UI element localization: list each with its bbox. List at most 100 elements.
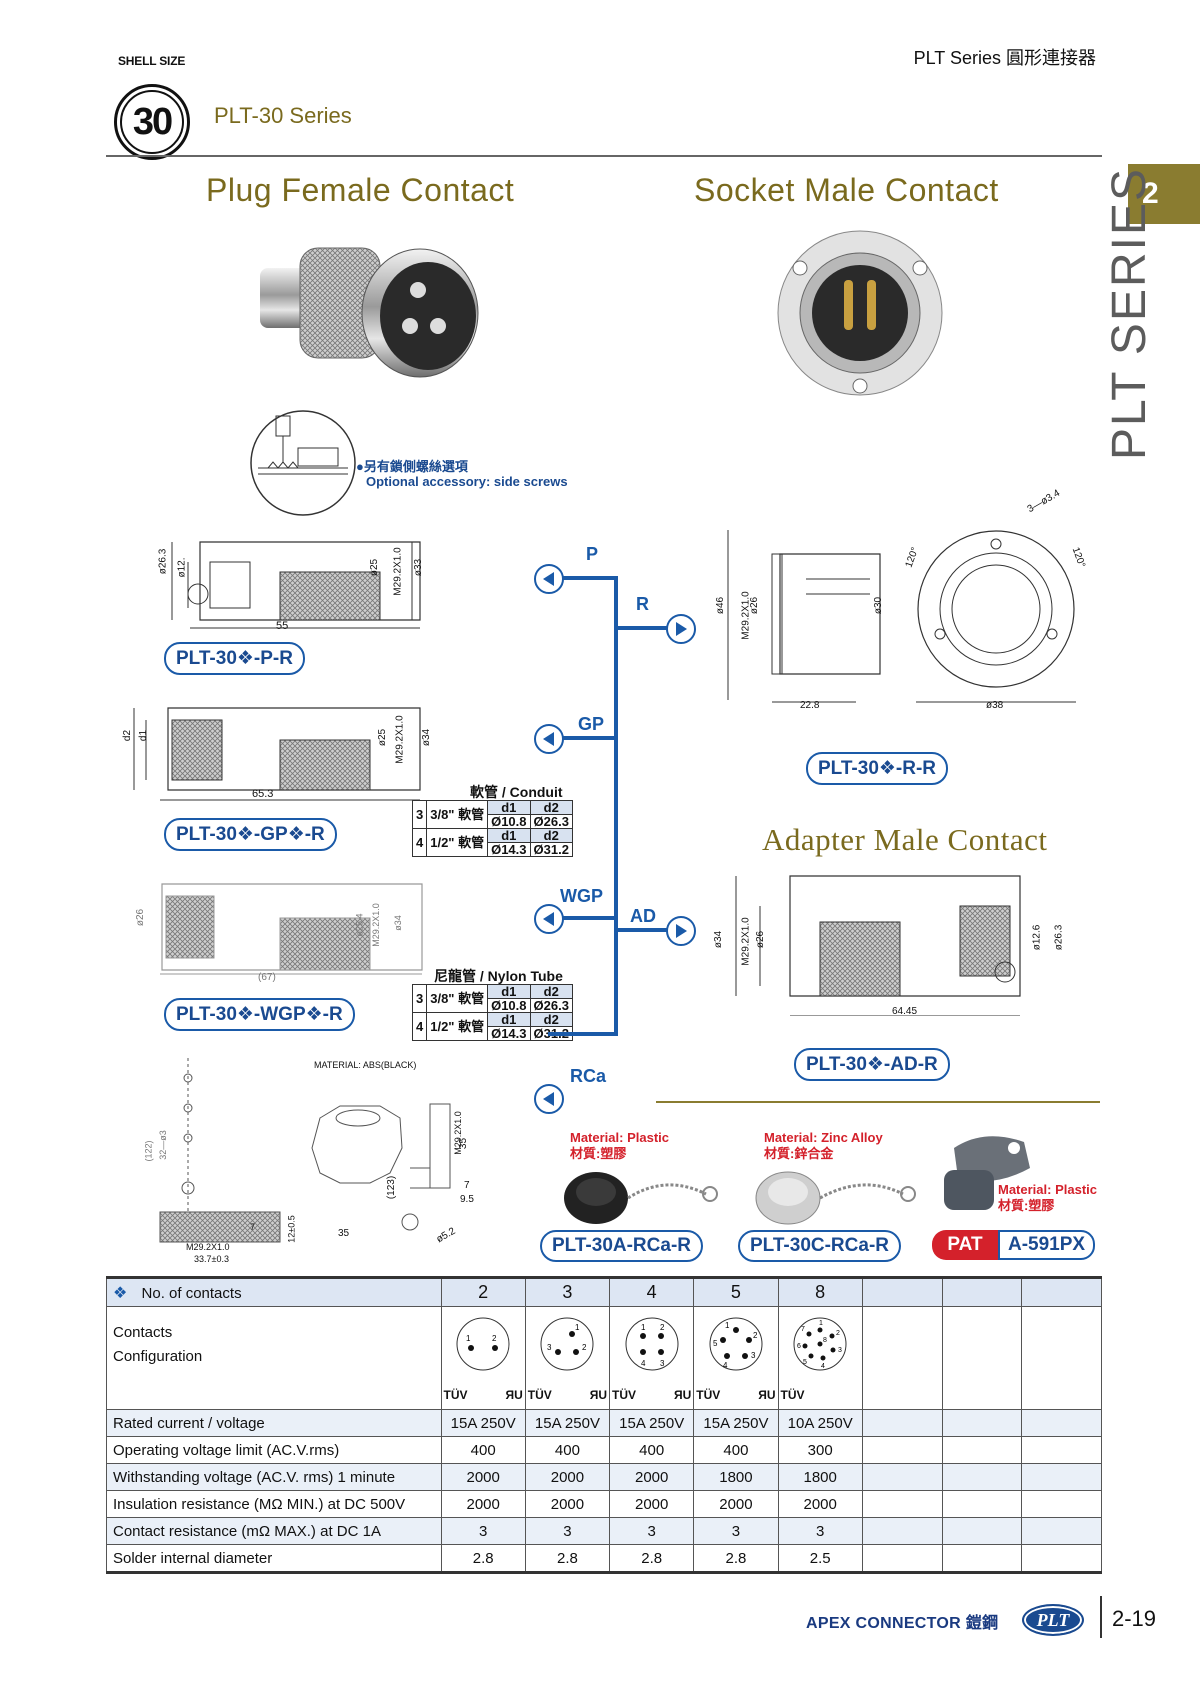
part-wgp-r: PLT-30❖-WGP❖-R <box>164 998 355 1031</box>
spec-empty <box>1021 1409 1102 1437</box>
pin-label: 4 <box>821 1363 825 1370</box>
conduit-table: 3 3/8" 軟管 d1 d2 Ø10.8 Ø26.3 4 1/2" 軟管 d1… <box>411 800 573 857</box>
nylon-row-2-d1: Ø14.3 <box>487 1026 531 1041</box>
conduit-row-1-d1: Ø10.8 <box>487 814 531 829</box>
conduit-row-1-n: 3 <box>411 800 428 829</box>
material-c-zh: 材質:鋅合金 <box>764 1146 834 1161</box>
dim-ad-length: 64.45 <box>892 1006 918 1017</box>
dim-p-d1: ø26.3 <box>157 548 169 575</box>
spec-cell: 2000 <box>440 1490 526 1518</box>
side-screw-detail <box>248 408 358 518</box>
pin-label: 1 <box>725 1321 730 1330</box>
spec-empty <box>941 1436 1023 1464</box>
cert-ul: ЯU <box>589 1388 608 1402</box>
cap-dim-122: (122) <box>143 1140 154 1162</box>
header-series-name: PLT Series 圓形連接器 <box>913 48 1096 68</box>
spec-row-label: Rated current / voltage <box>106 1409 442 1437</box>
shell-size-badge-ring <box>114 84 190 160</box>
cap-dim-m: M29.2X1.0 <box>452 1111 463 1155</box>
pin-layout-5: 1 2 3 4 5 <box>709 1317 763 1371</box>
conduit-row-2-d2: Ø31.2 <box>529 842 573 857</box>
spec-empty <box>941 1517 1023 1545</box>
spec-empty <box>861 1517 943 1545</box>
spec-empty <box>861 1409 943 1437</box>
spec-cell: 300 <box>777 1436 863 1464</box>
pin-label: 3 <box>838 1347 842 1354</box>
branch-label-wgp: WGP <box>560 886 603 906</box>
cap-dim-7b: 7 <box>250 1222 256 1232</box>
arrow-left-wgp <box>534 904 564 934</box>
dim-p-d5: ø33 <box>413 558 425 577</box>
nylon-row-1-size: 3/8" 軟管 <box>426 984 489 1013</box>
accessory-note-zh: ●另有鎖側螺絲選項 <box>356 459 468 474</box>
spec-cell: 3 <box>440 1517 526 1545</box>
spec-empty <box>1021 1306 1102 1410</box>
conduit-h-d1-2: d1 <box>487 828 531 843</box>
series-title: PLT-30 Series <box>214 103 352 128</box>
dim-p-d2: ø12. <box>176 557 188 578</box>
spec-cell: 3 <box>524 1517 611 1545</box>
spec-cell: 2000 <box>440 1463 526 1491</box>
socket-photo <box>770 228 950 398</box>
pin-label: 2 <box>582 1343 587 1352</box>
nylon-h-d1-2: d1 <box>487 1012 531 1027</box>
pin-layout-2: 1 2 <box>456 1317 510 1371</box>
spec-empty <box>1021 1490 1102 1518</box>
cap-dim-w35: 35 <box>338 1228 350 1239</box>
spec-empty <box>861 1436 943 1464</box>
spec-cell: 400 <box>693 1436 779 1464</box>
pin-label: 1 <box>575 1323 580 1332</box>
part-ad-r: PLT-30❖-AD-R <box>794 1048 950 1081</box>
conduit-row-1-d2: Ø26.3 <box>529 814 573 829</box>
spec-cell: 1800 <box>777 1463 863 1491</box>
dim-gp-d1: d1 <box>138 729 150 742</box>
nylon-row-2-n: 4 <box>411 1012 428 1041</box>
cert-ul: ЯU <box>505 1388 523 1402</box>
heading-plug-female: Plug Female Contact <box>206 172 515 208</box>
cert-tuv: TÜV <box>780 1388 805 1402</box>
conduit-row-1-size: 3/8" 軟管 <box>426 800 489 829</box>
spec-empty <box>1021 1463 1102 1491</box>
conduit-h-d2-2: d2 <box>529 828 573 843</box>
spec-cell: 2000 <box>777 1490 863 1518</box>
spec-header-cell: ❖ No. of contacts <box>106 1276 442 1307</box>
spec-empty <box>1021 1517 1102 1545</box>
spec-row-label: Insulation resistance (MΩ MIN.) at DC 50… <box>106 1490 442 1518</box>
spec-empty <box>861 1544 943 1574</box>
dim-gp-d2: d2 <box>122 729 134 742</box>
pin-label: 6 <box>797 1343 801 1350</box>
spec-row-label: Solder internal diameter <box>106 1544 442 1574</box>
drawing-gp-r <box>120 696 440 806</box>
dim-r-d1: ø46 <box>715 596 727 615</box>
cert-tuv: TÜV <box>527 1388 552 1402</box>
cert-tuv: TÜV <box>612 1388 637 1402</box>
dim-wgp-d2: ø25.4 <box>354 913 365 937</box>
spec-cell: 3 <box>609 1517 695 1545</box>
drawing-wgp-r <box>130 874 430 984</box>
spec-cell: 2000 <box>524 1463 611 1491</box>
dim-ad-d2: M29.2X1.0 <box>740 917 752 966</box>
arrow-right-ad <box>666 916 696 946</box>
pin-label: 3 <box>751 1351 756 1360</box>
dim-p-length: 55 <box>276 620 289 632</box>
nylon-h-d2-2: d2 <box>529 1012 573 1027</box>
spec-empty <box>941 1544 1023 1574</box>
heading-socket-male: Socket Male Contact <box>694 172 999 208</box>
pin-layout-3: 1 2 3 <box>540 1317 594 1371</box>
pat-part: A-591PX <box>998 1230 1096 1260</box>
conduit-row-2-d1: Ø14.3 <box>487 842 531 857</box>
config-2: 1 2 TÜV ЯU <box>440 1306 526 1410</box>
conduit-title: 軟管 / Conduit <box>470 784 563 800</box>
cap-dim-33-7: 33.7±0.3 <box>194 1254 229 1264</box>
spec-empty <box>941 1276 1023 1307</box>
nylon-title: 尼龍管 / Nylon Tube <box>434 968 563 984</box>
spec-config-line-1: Contacts <box>113 1324 173 1341</box>
branch-label-p: P <box>586 544 599 564</box>
dim-gp-d5: ø34 <box>421 728 433 747</box>
cap-dim-9-5: 9.5 <box>460 1194 474 1205</box>
spec-cell: 2.8 <box>609 1544 695 1574</box>
cert-tuv: TÜV <box>443 1388 468 1402</box>
cert-ul: ЯU <box>758 1388 776 1402</box>
drawing-cap <box>140 1048 470 1254</box>
config-8: 1 2 3 4 5 6 7 8 TÜV <box>777 1306 863 1410</box>
